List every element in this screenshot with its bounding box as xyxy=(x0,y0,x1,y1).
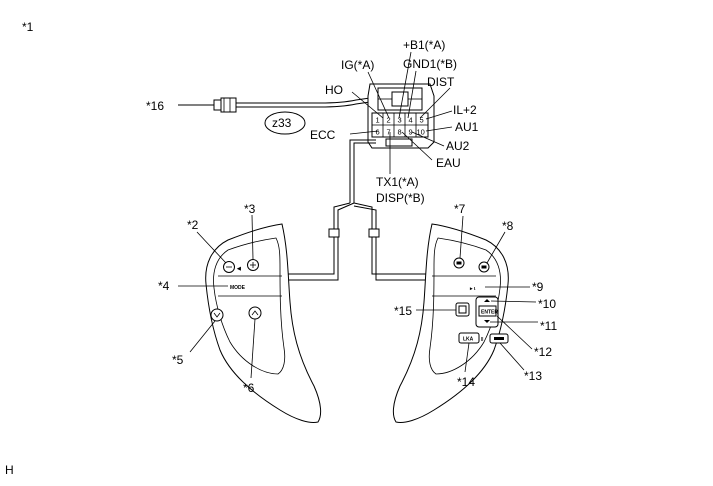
mode-button[interactable]: MODE xyxy=(230,285,246,291)
terminal-il2: IL+2 xyxy=(453,103,477,117)
down-arrow-icon[interactable] xyxy=(484,320,490,323)
callout-8: *8 xyxy=(502,219,514,233)
terminal-tx1: TX1(*A) xyxy=(376,175,419,189)
terminal-au1: AU1 xyxy=(455,120,479,134)
callout-7: *7 xyxy=(454,202,466,216)
terminal-leaders xyxy=(349,51,453,174)
callout-3: *3 xyxy=(244,202,256,216)
terminal-ecc: ECC xyxy=(310,128,336,142)
callout-4: *4 xyxy=(158,279,170,293)
up-arrow-icon[interactable] xyxy=(484,299,490,302)
seek-down-button[interactable] xyxy=(210,308,224,322)
terminal-eau: EAU xyxy=(436,156,461,170)
callout-9: *9 xyxy=(532,280,544,294)
pin-7: 7 xyxy=(387,128,391,137)
callout-6: *6 xyxy=(243,381,255,395)
talk-switch-icon[interactable]: ▸ ɩ xyxy=(469,286,476,292)
connector-code: z33 xyxy=(272,116,292,130)
pin-4: 4 xyxy=(409,116,413,125)
callout-14: *14 xyxy=(457,375,475,389)
enter-button[interactable] xyxy=(478,305,497,317)
enter-label: ENTER xyxy=(481,310,498,316)
callout-13: *13 xyxy=(524,369,542,383)
pin-5: 5 xyxy=(420,116,424,125)
figure-reference: *1 xyxy=(22,20,34,34)
pin-8: 8 xyxy=(398,128,402,137)
pin-3: 3 xyxy=(398,116,402,125)
pin-6: 6 xyxy=(376,128,380,137)
terminal-ho: HO xyxy=(325,83,343,97)
callout-10: *10 xyxy=(538,297,556,311)
terminal-b1: +B1(*A) xyxy=(403,38,445,52)
terminal-au2: AU2 xyxy=(446,139,470,153)
pin-9: 9 xyxy=(409,128,413,137)
footer-code: H xyxy=(5,463,14,477)
lka-label: LKA xyxy=(463,337,474,343)
seek-up-button[interactable] xyxy=(248,306,262,320)
connector-code-badge xyxy=(264,111,306,135)
terminal-dist: DIST xyxy=(427,75,455,89)
callout-12: *12 xyxy=(534,345,552,359)
callout-11: *11 xyxy=(540,319,557,333)
pin-1: 1 xyxy=(376,116,380,125)
left-switch-pad xyxy=(205,223,322,423)
lane-icon: ‖ xyxy=(481,337,484,343)
pin-2: 2 xyxy=(387,116,391,125)
terminal-gnd1: GND1(*B) xyxy=(403,57,457,71)
wire-harness xyxy=(276,139,432,281)
terminal-ig: IG(*A) xyxy=(341,58,374,72)
speaker-icon: ◀ xyxy=(236,266,241,272)
pin-10: 10 xyxy=(417,128,425,137)
sub-harness xyxy=(178,97,371,113)
right-switch-pad xyxy=(392,223,509,423)
callout-15: *15 xyxy=(394,304,412,318)
callout-5: *5 xyxy=(172,353,184,367)
callout-2: *2 xyxy=(187,218,199,232)
callout-16: *16 xyxy=(146,99,164,113)
terminal-disp: DISP(*B) xyxy=(376,191,425,205)
